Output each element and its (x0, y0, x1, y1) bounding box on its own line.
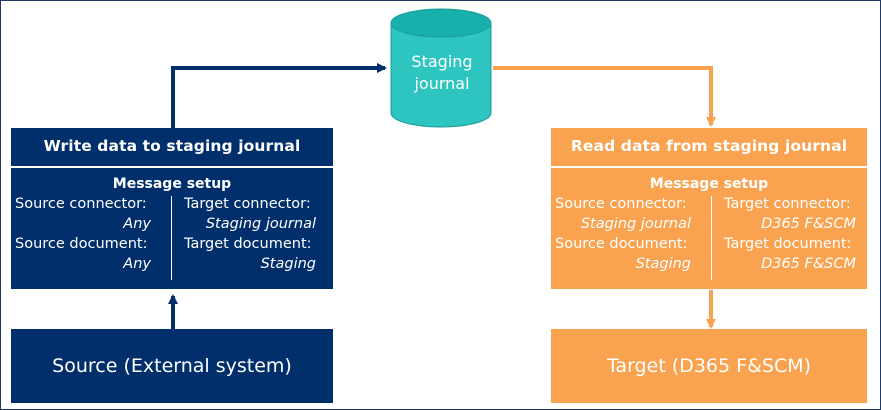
write-target-connector-label: Target connector: (184, 196, 311, 212)
write-target-document-label: Target document: (184, 236, 312, 252)
staging-journal-line2: journal (414, 74, 470, 93)
write-source-document-label: Source document: (15, 236, 148, 252)
write-target-column: Target connector: Staging journal Target… (184, 194, 316, 274)
target-d365-box: Target (D365 F&SCM) (551, 329, 867, 403)
read-staging-title: Read data from staging journal (551, 128, 867, 168)
read-source-document-label: Source document: (555, 236, 688, 252)
staging-journal-cylinder (390, 8, 492, 128)
write-target-document-value: Staging (260, 256, 316, 272)
staging-journal-label: Staging journal (393, 51, 491, 95)
read-source-connector-value: Staging journal (580, 216, 691, 232)
read-source-column: Source connector: Staging journal Source… (555, 194, 691, 274)
arrow-staging-to-read (493, 66, 716, 127)
read-target-document-value: D365 F&SCM (761, 256, 856, 272)
arrow-write-to-staging (171, 63, 387, 128)
write-column-divider (171, 196, 172, 280)
read-setup-columns: Source connector: Staging journal Source… (551, 194, 867, 280)
target-d365-label: Target (D365 F&SCM) (606, 355, 812, 377)
write-source-connector-value: Any (123, 216, 151, 232)
write-setup-columns: Source connector: Any Source document: A… (11, 194, 333, 280)
read-target-document-label: Target document: (724, 236, 852, 252)
write-source-document-value: Any (123, 256, 151, 272)
write-target-connector-value: Staging journal (205, 216, 316, 232)
read-source-document-value: Staging (635, 256, 691, 272)
read-target-column: Target connector: D365 F&SCM Target docu… (724, 194, 856, 274)
read-source-connector-label: Source connector: (555, 196, 687, 212)
write-message-setup-title: Message setup (112, 176, 232, 192)
read-column-divider (711, 196, 712, 280)
source-external-system-box: Source (External system) (11, 329, 333, 403)
read-message-setup-title: Message setup (649, 176, 769, 192)
read-target-connector-value: D365 F&SCM (761, 216, 856, 232)
read-staging-box: Read data from staging journal Message s… (551, 128, 867, 289)
read-target-connector-label: Target connector: (724, 196, 851, 212)
write-staging-title: Write data to staging journal (11, 128, 333, 168)
staging-journal-line1: Staging (411, 52, 473, 71)
write-source-column: Source connector: Any Source document: A… (15, 194, 151, 274)
write-staging-box: Write data to staging journal Message se… (11, 128, 333, 289)
source-external-system-label: Source (External system) (52, 355, 292, 377)
write-source-connector-label: Source connector: (15, 196, 147, 212)
